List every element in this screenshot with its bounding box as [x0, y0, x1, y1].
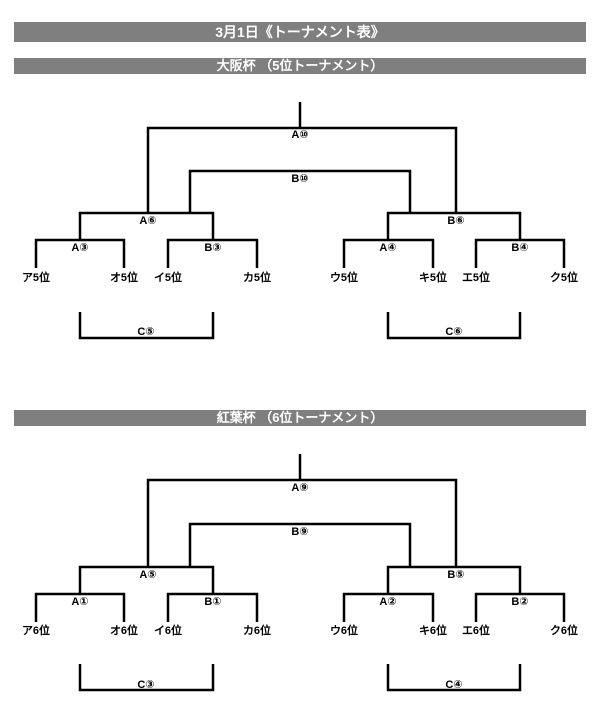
consolation-right-label: C④ — [445, 679, 462, 691]
team-label: オ6位 — [110, 623, 138, 637]
quarterfinal-2-label: B① — [204, 596, 221, 608]
quarterfinal-3-label: A④ — [379, 242, 396, 254]
consolation-left-label: C⑤ — [137, 326, 154, 338]
bracket-osaka-cup: A⑩ B⑩ A⑥ B⑥ A③ B③ A④ B④ ア5位 オ5位 イ5位 カ5位 … — [22, 102, 578, 340]
team-label: ウ5位 — [330, 270, 358, 284]
team-label: ク6位 — [550, 623, 578, 637]
semifinal-right-label: B⑥ — [447, 215, 464, 227]
quarterfinal-4-label: B② — [511, 596, 528, 608]
team-label: キ5位 — [419, 270, 447, 284]
page-title: 3月1日《トーナメント表》 — [14, 22, 586, 42]
quarterfinal-3-label: A② — [379, 596, 396, 608]
third-place-match-label: B⑩ — [291, 173, 308, 185]
final-match-label: A⑩ — [291, 129, 308, 141]
section-title-momiji-cup: 紅葉杯 （6位トーナメント） — [14, 410, 586, 426]
team-label: イ6位 — [154, 623, 182, 637]
bracket-lines — [34, 102, 566, 340]
team-label: イ5位 — [154, 270, 182, 284]
third-place-match-label: B⑨ — [291, 526, 308, 538]
team-label: ウ6位 — [330, 623, 358, 637]
section-title-osaka-cup: 大阪杯 （5位トーナメント） — [14, 58, 586, 74]
semifinal-left-label: A⑤ — [139, 569, 156, 581]
bracket-lines — [34, 454, 566, 692]
team-label: エ6位 — [462, 623, 490, 637]
quarterfinal-4-label: B④ — [511, 242, 528, 254]
team-label: エ5位 — [462, 270, 490, 284]
quarterfinal-1-label: A③ — [71, 242, 88, 254]
quarterfinal-2-label: B③ — [204, 242, 221, 254]
semifinal-right-label: B⑤ — [447, 569, 464, 581]
bracket-momiji-cup: A⑨ B⑨ A⑤ B⑤ A① B① A② B② ア6位 オ6位 イ6位 カ6位 … — [22, 454, 578, 692]
team-label: カ6位 — [243, 623, 271, 637]
consolation-right-label: C⑥ — [445, 326, 462, 338]
team-label: カ5位 — [243, 270, 271, 284]
team-label: ア6位 — [22, 623, 50, 637]
team-label: ア5位 — [22, 270, 50, 284]
team-label: オ5位 — [110, 270, 138, 284]
quarterfinal-1-label: A① — [71, 596, 88, 608]
team-label: ク5位 — [550, 270, 578, 284]
consolation-left-label: C③ — [137, 679, 154, 691]
team-label: キ6位 — [419, 623, 447, 637]
semifinal-left-label: A⑥ — [139, 215, 156, 227]
final-match-label: A⑨ — [291, 482, 308, 494]
